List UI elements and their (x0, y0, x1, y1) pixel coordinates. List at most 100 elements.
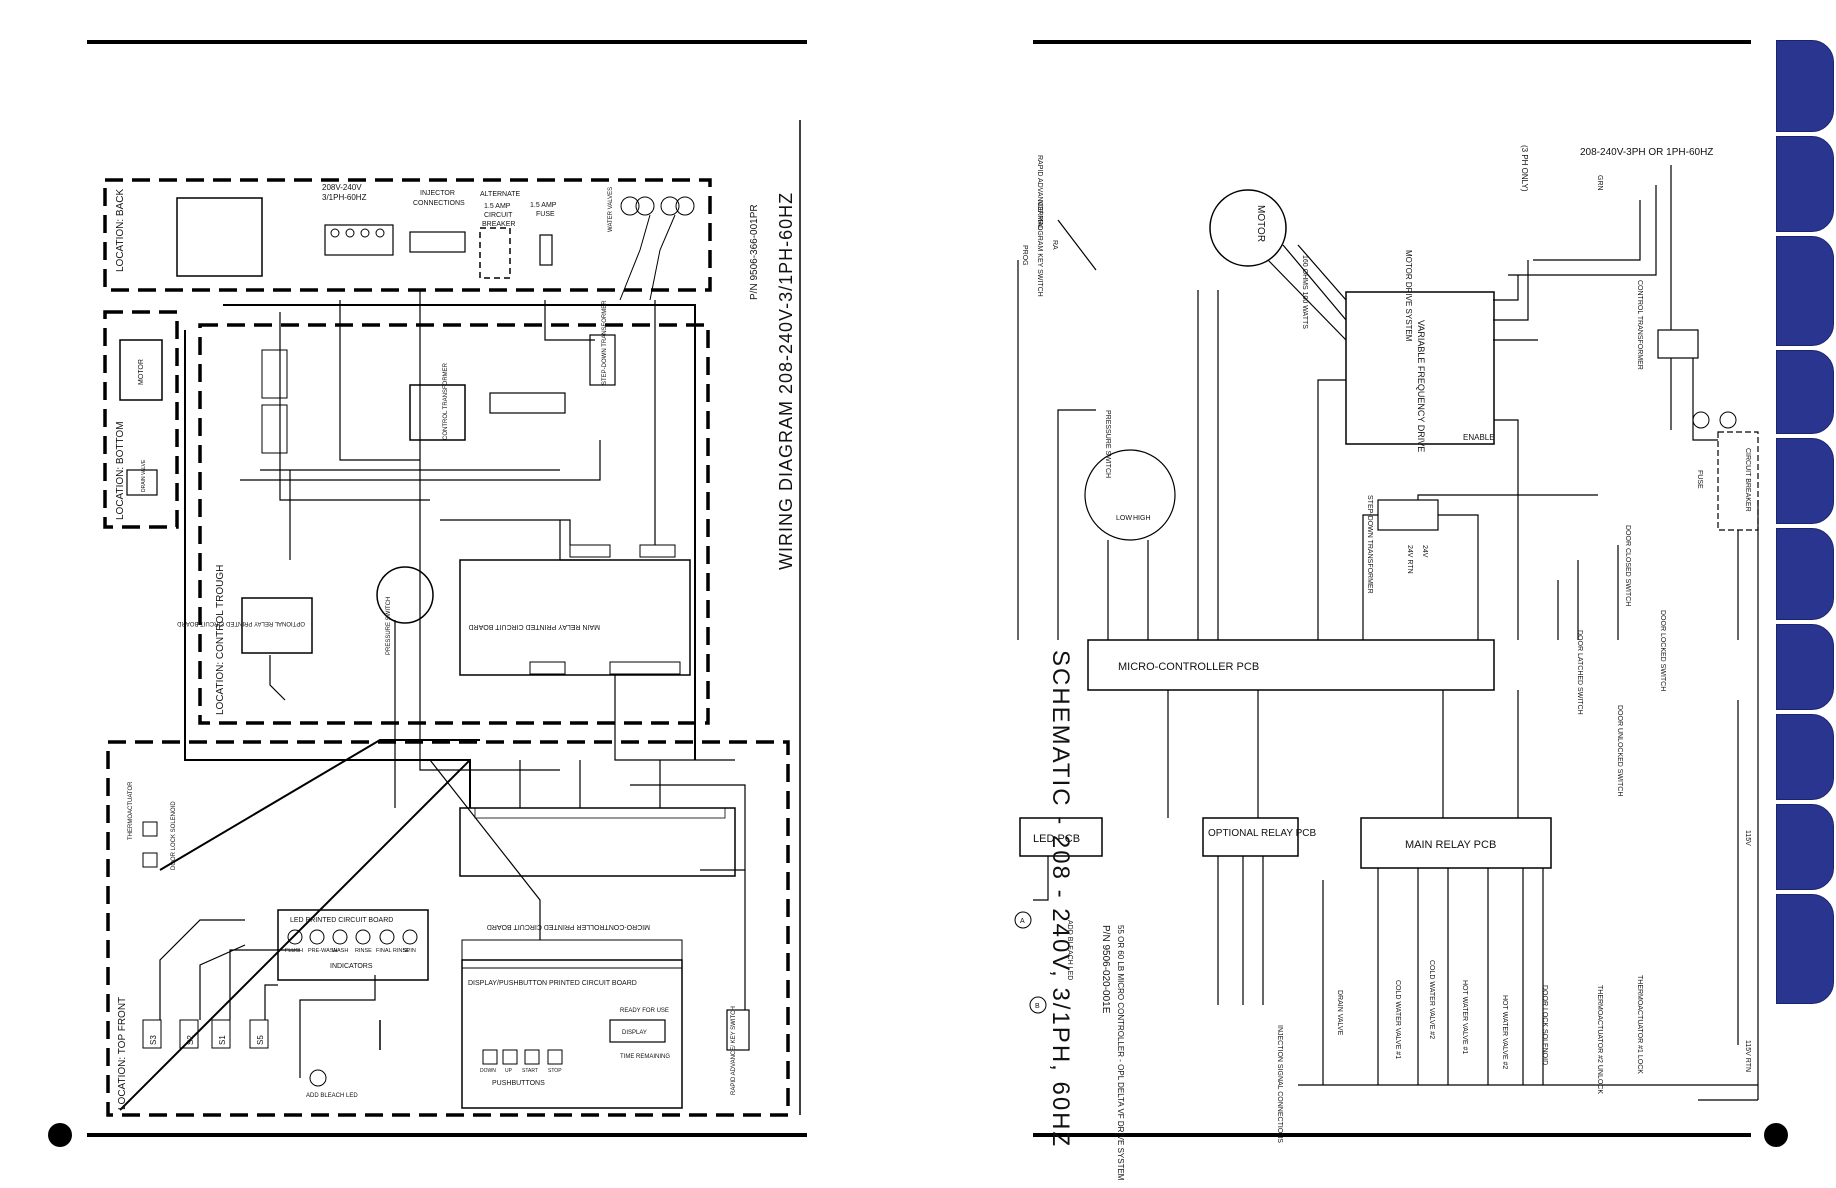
alternate-label: ALTERNATE (480, 191, 521, 198)
prog-label: PROG (1021, 245, 1028, 266)
v115-label: 115V (1744, 830, 1751, 846)
marker-b: B (1035, 1003, 1040, 1010)
v115rtn-label: 115V RTN (1744, 1040, 1751, 1072)
location-trough-label: LOCATION: CONTROL TROUGH (215, 565, 226, 715)
motor-label: MOTOR (1255, 205, 1266, 242)
section-tab[interactable] (1776, 350, 1834, 434)
led-step-3: RINSE (355, 948, 372, 954)
wiring-part-number: P/N 9506-366-001PR (749, 204, 760, 300)
resistor-label: 160 OHMS 100 WATTS (1301, 255, 1308, 329)
v24rtn-label: 24V RTN (1406, 545, 1413, 574)
switch-s5: S5 (256, 1035, 265, 1045)
optional-relay-label: OPTIONAL RELAY PRINTED CIRCUIT BOARD (177, 620, 305, 626)
power-label: 208V-240V (322, 183, 362, 192)
thermoactuator-label: THERMOACTUATOR (128, 781, 134, 840)
optional-relay-label: OPTIONAL RELAY PCB (1208, 828, 1317, 839)
door-locked-label: DOOR LOCKED SWITCH (1659, 610, 1666, 691)
schematic-note: 55 OR 60 LB MICRO CONTROLLER - OPL DELTA… (1116, 925, 1125, 1181)
rapid-advance-label: RAPID ADVANCE/ KEY SWITCH (731, 1006, 737, 1095)
cold1-label: COLD WATER VALVE #1 (1394, 980, 1401, 1059)
door-lock-label: DOOR LOCK SOLENOID (171, 801, 177, 870)
switch-s2: S2 (186, 1035, 195, 1045)
main-relay-label: MAIN RELAY PRINTED CIRCUIT BOARD (469, 623, 600, 630)
motor-drive-label: MOTOR DRIVE SYSTEM (1404, 250, 1413, 342)
grn-label: GRN (1596, 175, 1603, 191)
schematic-diagram: SCHEMATIC - 208 - 240V, 3/1PH, 60HZ P/N … (1014, 145, 1759, 1181)
section-tab[interactable] (1776, 40, 1834, 132)
button-1: UP (505, 1068, 513, 1074)
time-remaining-label: TIME REMAINING (620, 1054, 670, 1060)
add-bleach-label: ADD BLEACH LED (1066, 920, 1073, 980)
injector-label: INJECTOR (420, 190, 455, 197)
schematic-title: SCHEMATIC - 208 - 240V, 3/1PH, 60HZ (1047, 650, 1074, 1148)
page-bullet (1764, 1123, 1788, 1147)
fuse-label-2: FUSE (536, 211, 555, 218)
normal-label: NORMAL (1036, 200, 1043, 230)
wiring-diagram: LOCATION: BACK LOCATION: BOTTOM LOCATION… (103, 120, 801, 1117)
led-pcb-label: LED PCB (1033, 833, 1080, 845)
hot1-label: HOT WATER VALVE #1 (1461, 980, 1468, 1054)
fuse-label-1: 1.5 AMP (530, 202, 557, 209)
door-closed-label: DOOR CLOSED SWITCH (1624, 525, 1631, 606)
button-0: DOWN (480, 1068, 496, 1074)
location-bottom-label: LOCATION: BOTTOM (115, 421, 126, 520)
schematic-part-number: P/N 9506-020-001E (1100, 925, 1111, 1014)
led-step-1: PRE-WASH (308, 948, 337, 954)
section-tab[interactable] (1776, 236, 1834, 346)
step-down-label: STEP-DOWN TRANSFORMER (1366, 495, 1373, 594)
v24-label: 24V (1421, 545, 1428, 558)
water-valves-label: WATER VALVES (608, 187, 614, 232)
display-pcb-label: DISPLAY/PUSHBUTTON PRINTED CIRCUIT BOARD (468, 980, 637, 987)
door-unlocked-label: DOOR UNLOCKED SWITCH (1616, 705, 1623, 796)
section-tab[interactable] (1776, 714, 1834, 800)
add-bleach-label: ADD BLEACH LED (306, 1093, 358, 1099)
button-2: START (522, 1068, 538, 1074)
page-bullet (48, 1123, 72, 1147)
led-step-2: WASH (332, 948, 348, 954)
section-tab[interactable] (1776, 804, 1834, 890)
circuit-breaker-label: CIRCUIT BREAKER (1744, 448, 1751, 512)
section-tab[interactable] (1776, 624, 1834, 710)
thermo1-label: THERMOACTUATOR #1 LOCK (1636, 975, 1643, 1074)
thermo2-label: THERMOACTUATOR #2 UNLOCK (1596, 985, 1603, 1094)
three-ph-only-label: (3 PH ONLY) (1520, 145, 1529, 192)
main-relay-label: MAIN RELAY PCB (1405, 839, 1496, 851)
drain-valve-label: DRAIN VALVE (1336, 990, 1343, 1036)
drain-valve-label: DRAIN VALVE (141, 459, 147, 492)
switch-s1: S1 (218, 1035, 227, 1045)
pressure-switch-label: PRESSURE SWITCH (1104, 410, 1111, 478)
injection-label: INJECTION SIGNAL CONNECTIONS (1276, 1025, 1283, 1143)
section-tab[interactable] (1776, 894, 1834, 1004)
micro-controller-label: MICRO-CONTROLLER PRINTED CIRCUIT BOARD (487, 923, 650, 930)
hot2-label: HOT WATER VALVE #2 (1501, 995, 1508, 1069)
marker-a: A (1020, 918, 1025, 925)
led-step-4: FINAL RINSE (376, 948, 410, 954)
breaker-label-1: 1.5 AMP (484, 203, 511, 210)
location-back-label: LOCATION: BACK (115, 189, 126, 272)
power-supply-label: 208-240V-3PH OR 1PH-60HZ (1580, 147, 1713, 158)
section-tab[interactable] (1776, 528, 1834, 620)
control-transformer-label: CONTROL TRANSFORMER (1636, 280, 1643, 370)
rapid-advance-label: RAPID ADVANCE/ PROGRAM KEY SWITCH (1036, 155, 1043, 297)
switch-s3: S3 (149, 1035, 158, 1045)
pushbuttons-label: PUSHBUTTONS (492, 1080, 545, 1087)
location-front-label: LOCATION: TOP FRONT (117, 997, 128, 1110)
led-step-5: SPIN (403, 948, 416, 954)
section-tab[interactable] (1776, 438, 1834, 524)
button-3: STOP (548, 1068, 562, 1074)
high-label: HIGH (1133, 515, 1151, 522)
led-step-0: FLUSH (285, 948, 303, 954)
pressure-switch-label: PRESSURE SWITCH (386, 597, 392, 655)
section-tabs (1776, 40, 1836, 1040)
indicators-label: INDICATORS (330, 963, 373, 970)
power-label-2: 3/1PH-60HZ (322, 193, 367, 202)
wiring-diagram-page: LOCATION: BACK LOCATION: BOTTOM LOCATION… (48, 40, 807, 1147)
ready-label: READY FOR USE (620, 1008, 669, 1014)
motor-label: MOTOR (138, 359, 145, 385)
injector-label-2: CONNECTIONS (413, 200, 465, 207)
low-label: LOW (1116, 515, 1132, 522)
section-tab[interactable] (1776, 136, 1834, 232)
top-rule (1033, 40, 1751, 44)
door-latched-label: DOOR LATCHED SWITCH (1576, 630, 1583, 715)
display-label: DISPLAY (622, 1030, 647, 1036)
